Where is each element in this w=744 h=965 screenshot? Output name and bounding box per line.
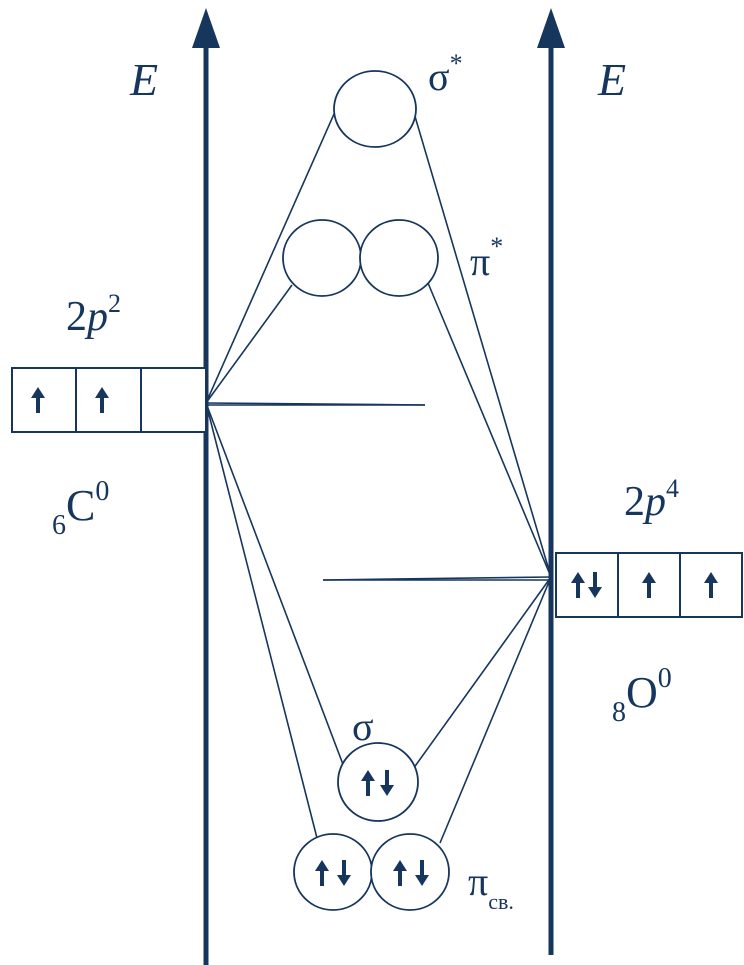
left-energy-axis xyxy=(192,8,220,965)
pi-bonding-orbital-2 xyxy=(370,833,450,911)
pi-bonding-orbital-1 xyxy=(293,833,373,911)
right-axis-label: E xyxy=(597,54,626,105)
right-energy-axis xyxy=(537,8,565,955)
sigma-antibonding-orbital xyxy=(333,70,417,148)
pi-antibonding-orbital-1 xyxy=(282,219,362,297)
correlation-lines xyxy=(205,112,552,844)
carbon-2p-orbital-boxes xyxy=(11,367,207,433)
carbon-orbital-label: 2p2 xyxy=(66,289,121,340)
pi-bonding-label: πсв. xyxy=(468,859,514,914)
carbon-atom-label: 6C0 xyxy=(52,476,109,541)
oxygen-atom-label: 8O0 xyxy=(612,663,672,728)
oxygen-orbital-label: 2p4 xyxy=(624,474,679,525)
oxygen-2p-orbital-boxes xyxy=(555,552,743,618)
sigma-bonding-orbital xyxy=(337,742,419,822)
pi-antibonding-label: π* xyxy=(470,232,503,284)
sigma-antibonding-label: σ* xyxy=(428,49,463,99)
left-axis-label: E xyxy=(129,54,158,105)
pi-antibonding-orbital-2 xyxy=(359,219,439,297)
